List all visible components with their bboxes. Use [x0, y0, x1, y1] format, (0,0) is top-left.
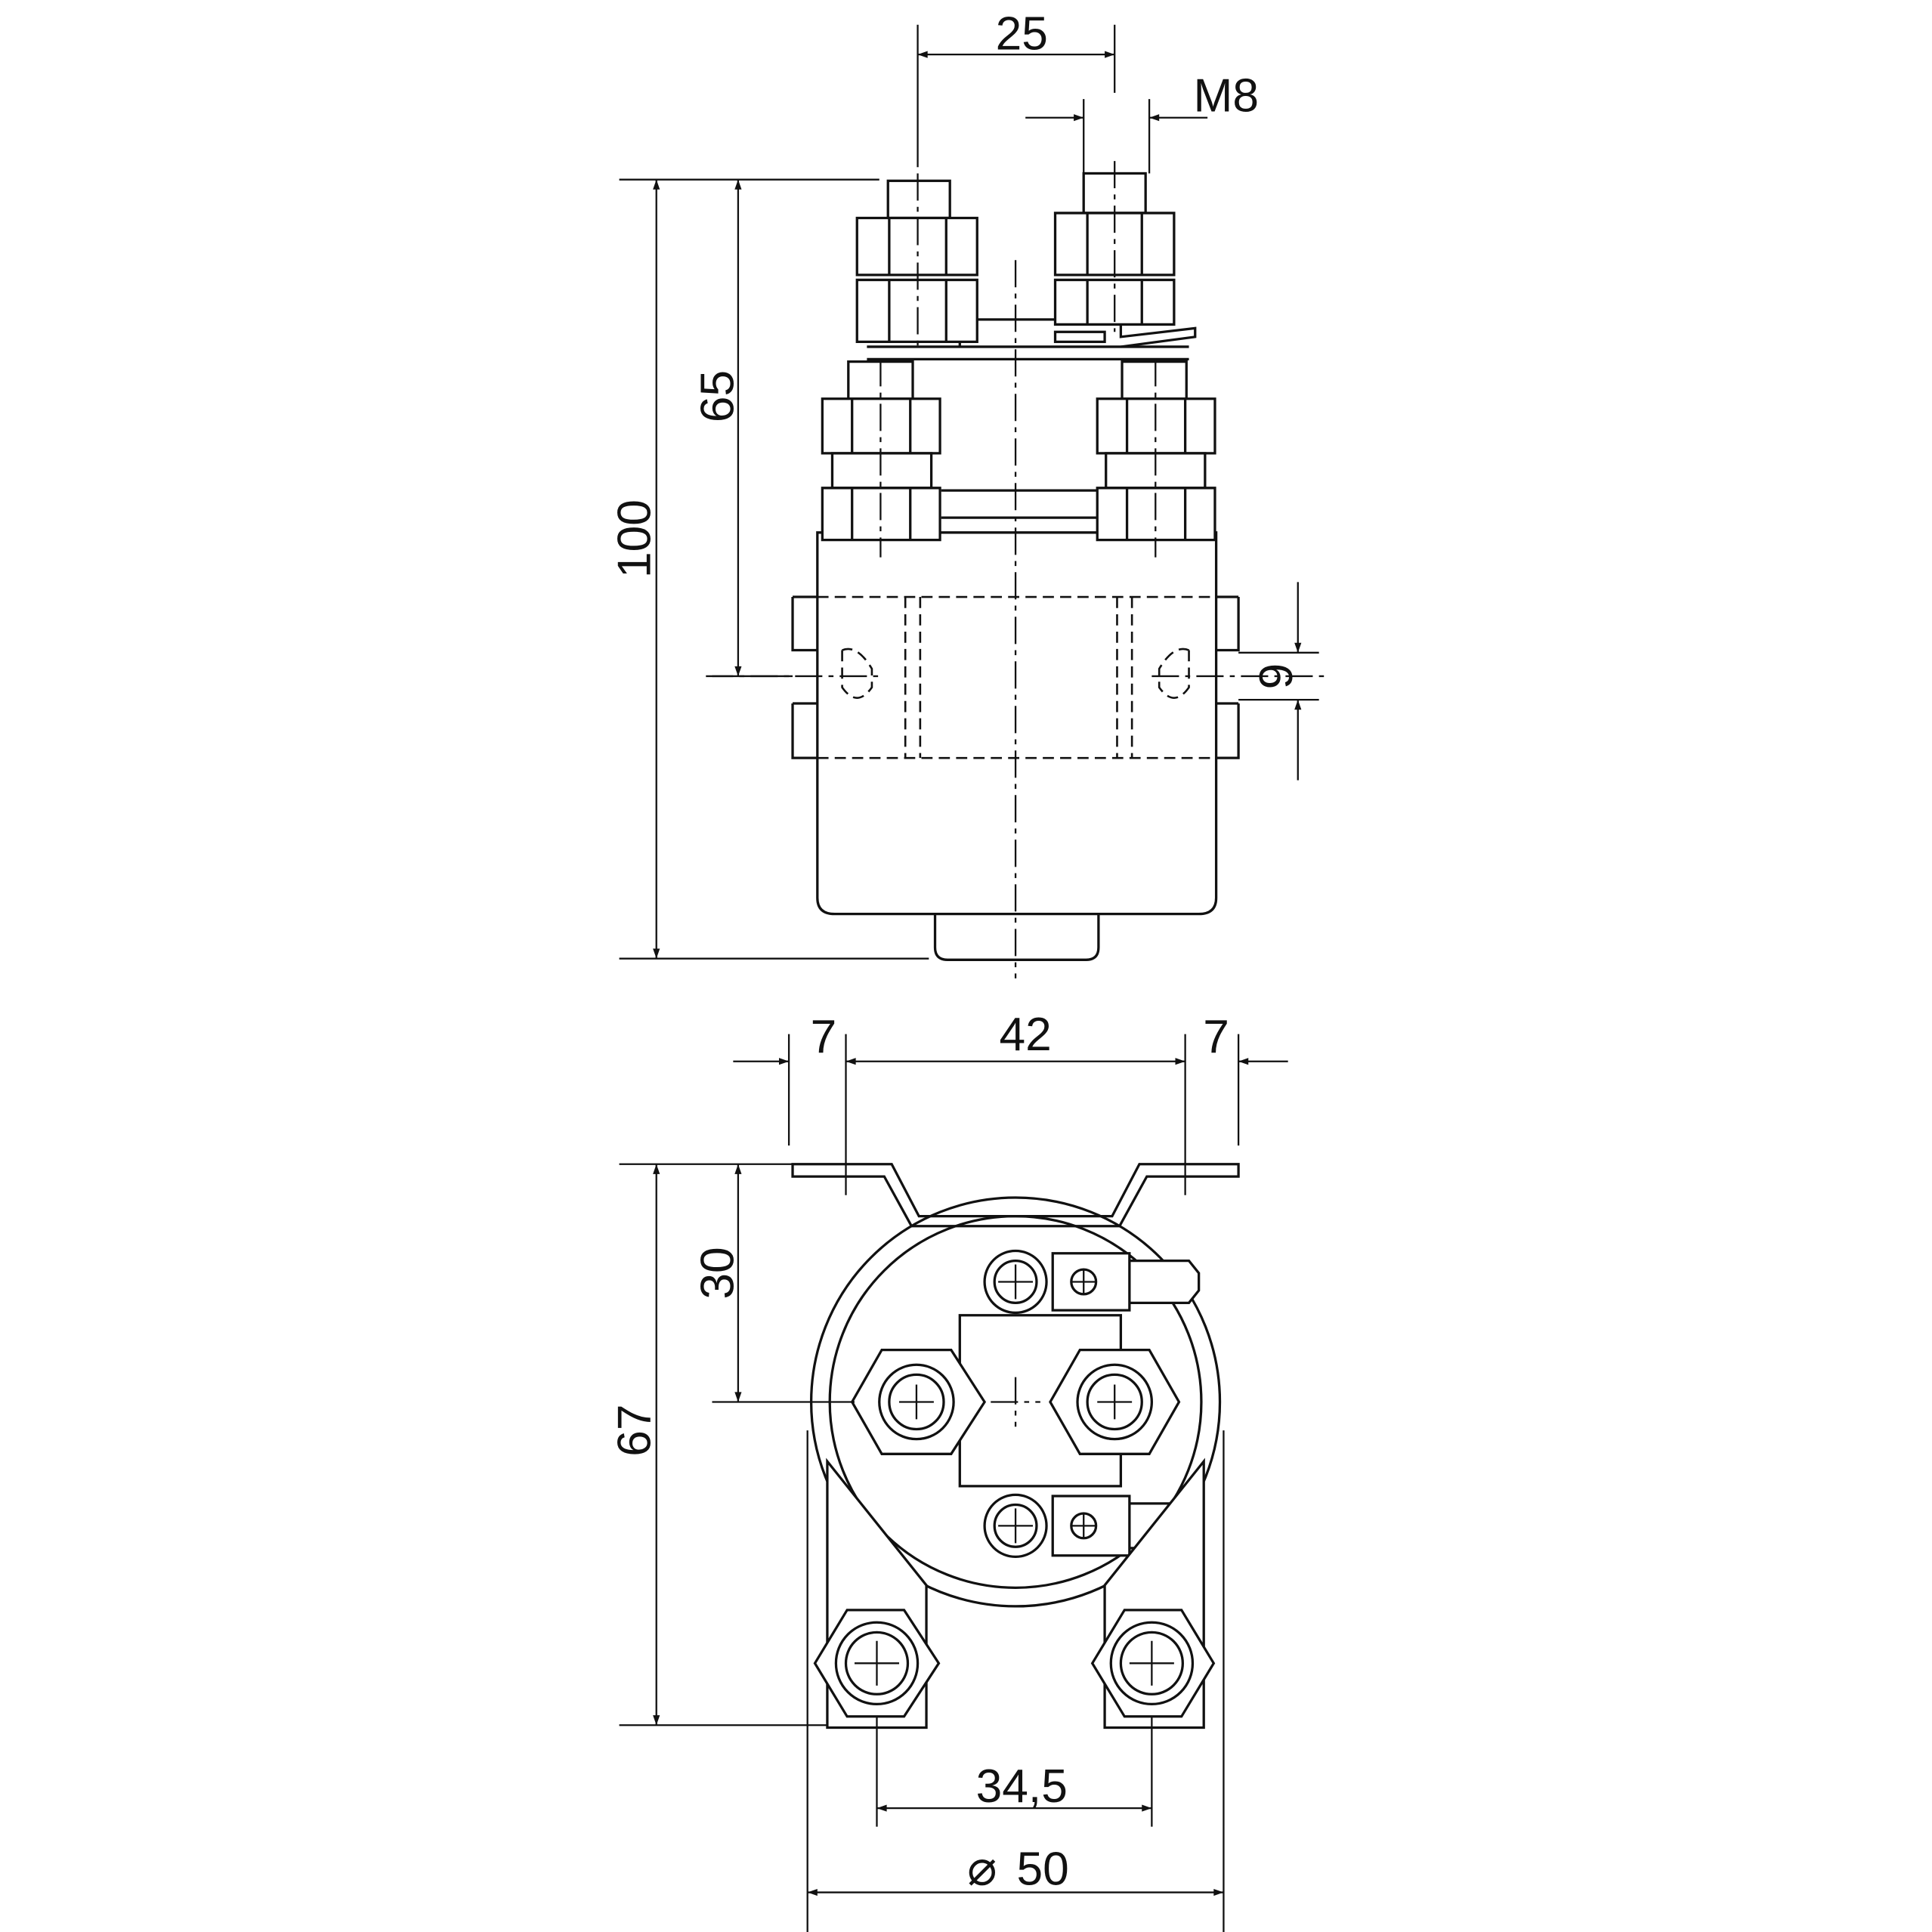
dim-flange-left: 7	[811, 1011, 837, 1063]
dim-flange-center: 42	[1000, 1009, 1052, 1061]
dim-center-height: 30	[691, 1247, 743, 1299]
top-plate	[867, 345, 1189, 519]
dim-overall-depth: 67	[609, 1405, 661, 1457]
dim-mount-height: 65	[691, 370, 743, 422]
dim-flange-right: 7	[1203, 1011, 1229, 1063]
mounting-bracket	[791, 595, 1240, 759]
bottom-view: 7 42 7 30 67 34,5 ⌀ 50	[609, 1009, 1288, 1932]
side-view: 25 M8 65 100 6	[609, 8, 1325, 978]
mounting-leg-left	[813, 1458, 941, 1730]
dim-thread: M8	[1193, 70, 1259, 122]
coil-body	[816, 531, 1218, 916]
bottom-boss	[933, 913, 1100, 961]
dim-terminal-spacing: 25	[996, 8, 1048, 60]
dim-slot-width: 6	[1249, 663, 1301, 690]
dim-diameter: 50	[1016, 1844, 1068, 1896]
diameter-symbol: ⌀	[967, 1841, 997, 1896]
main-terminal-right	[1049, 1348, 1181, 1455]
mounting-leg-right	[1090, 1458, 1216, 1730]
aux-terminal-top	[983, 1249, 1201, 1315]
dim-overall-height: 100	[609, 499, 661, 578]
center-line	[706, 161, 1325, 978]
flange-bracket	[791, 1163, 1240, 1228]
aux-screw	[1053, 330, 1106, 344]
dim-stud-spacing: 34,5	[976, 1760, 1068, 1813]
